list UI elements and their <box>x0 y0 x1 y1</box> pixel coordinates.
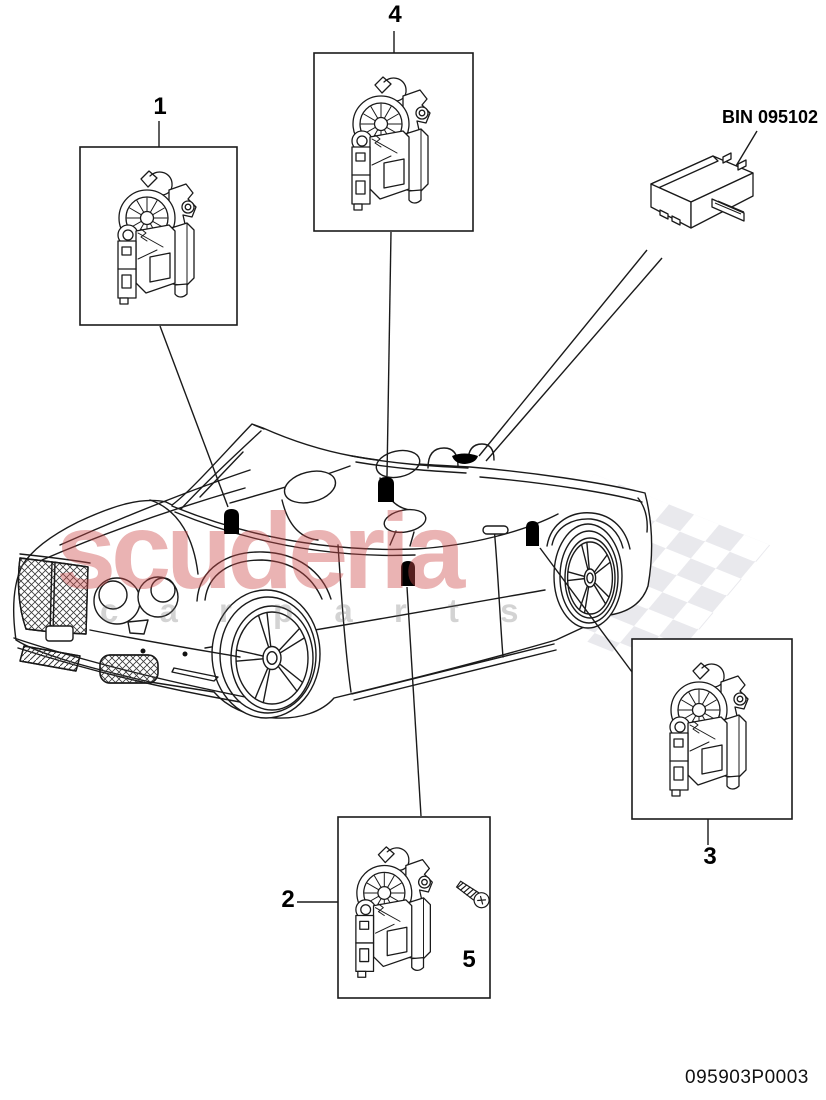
marker-position-4 <box>378 477 394 502</box>
car-illustration <box>13 423 653 719</box>
windshield-frame <box>180 424 265 510</box>
radiator-grille <box>17 553 91 635</box>
drawing-number: 095903P0003 <box>685 1067 809 1088</box>
marker-position-1 <box>224 509 239 534</box>
door-cut-lines <box>337 526 504 693</box>
control-module-drawing <box>650 152 754 229</box>
screw-item-5 <box>455 880 490 909</box>
module-connector-slot <box>711 198 745 222</box>
front-wheel <box>211 589 321 719</box>
door-mirror <box>383 508 427 547</box>
deck-latch <box>452 453 478 464</box>
module-label: BIN 095102 <box>722 107 819 127</box>
callout-label-3[interactable]: 3 <box>703 843 717 870</box>
leader-lines <box>158 31 758 947</box>
headlamps <box>93 576 179 635</box>
marker-position-2 <box>401 561 415 586</box>
front-bumper <box>13 625 246 703</box>
callout-label-4[interactable]: 4 <box>388 1 402 28</box>
location-markers <box>224 477 539 586</box>
callout-boxes <box>79 52 793 999</box>
callout-box-4[interactable] <box>313 52 474 232</box>
rear-wheel <box>553 523 623 629</box>
callout-label-1[interactable]: 1 <box>153 93 167 120</box>
license-plate <box>45 625 74 642</box>
callout-label-5[interactable]: 5 <box>462 946 476 973</box>
car-body-outline <box>13 423 653 719</box>
door-handle <box>482 525 509 535</box>
callout-label-2[interactable]: 2 <box>281 886 295 913</box>
marker-position-3 <box>526 521 539 546</box>
